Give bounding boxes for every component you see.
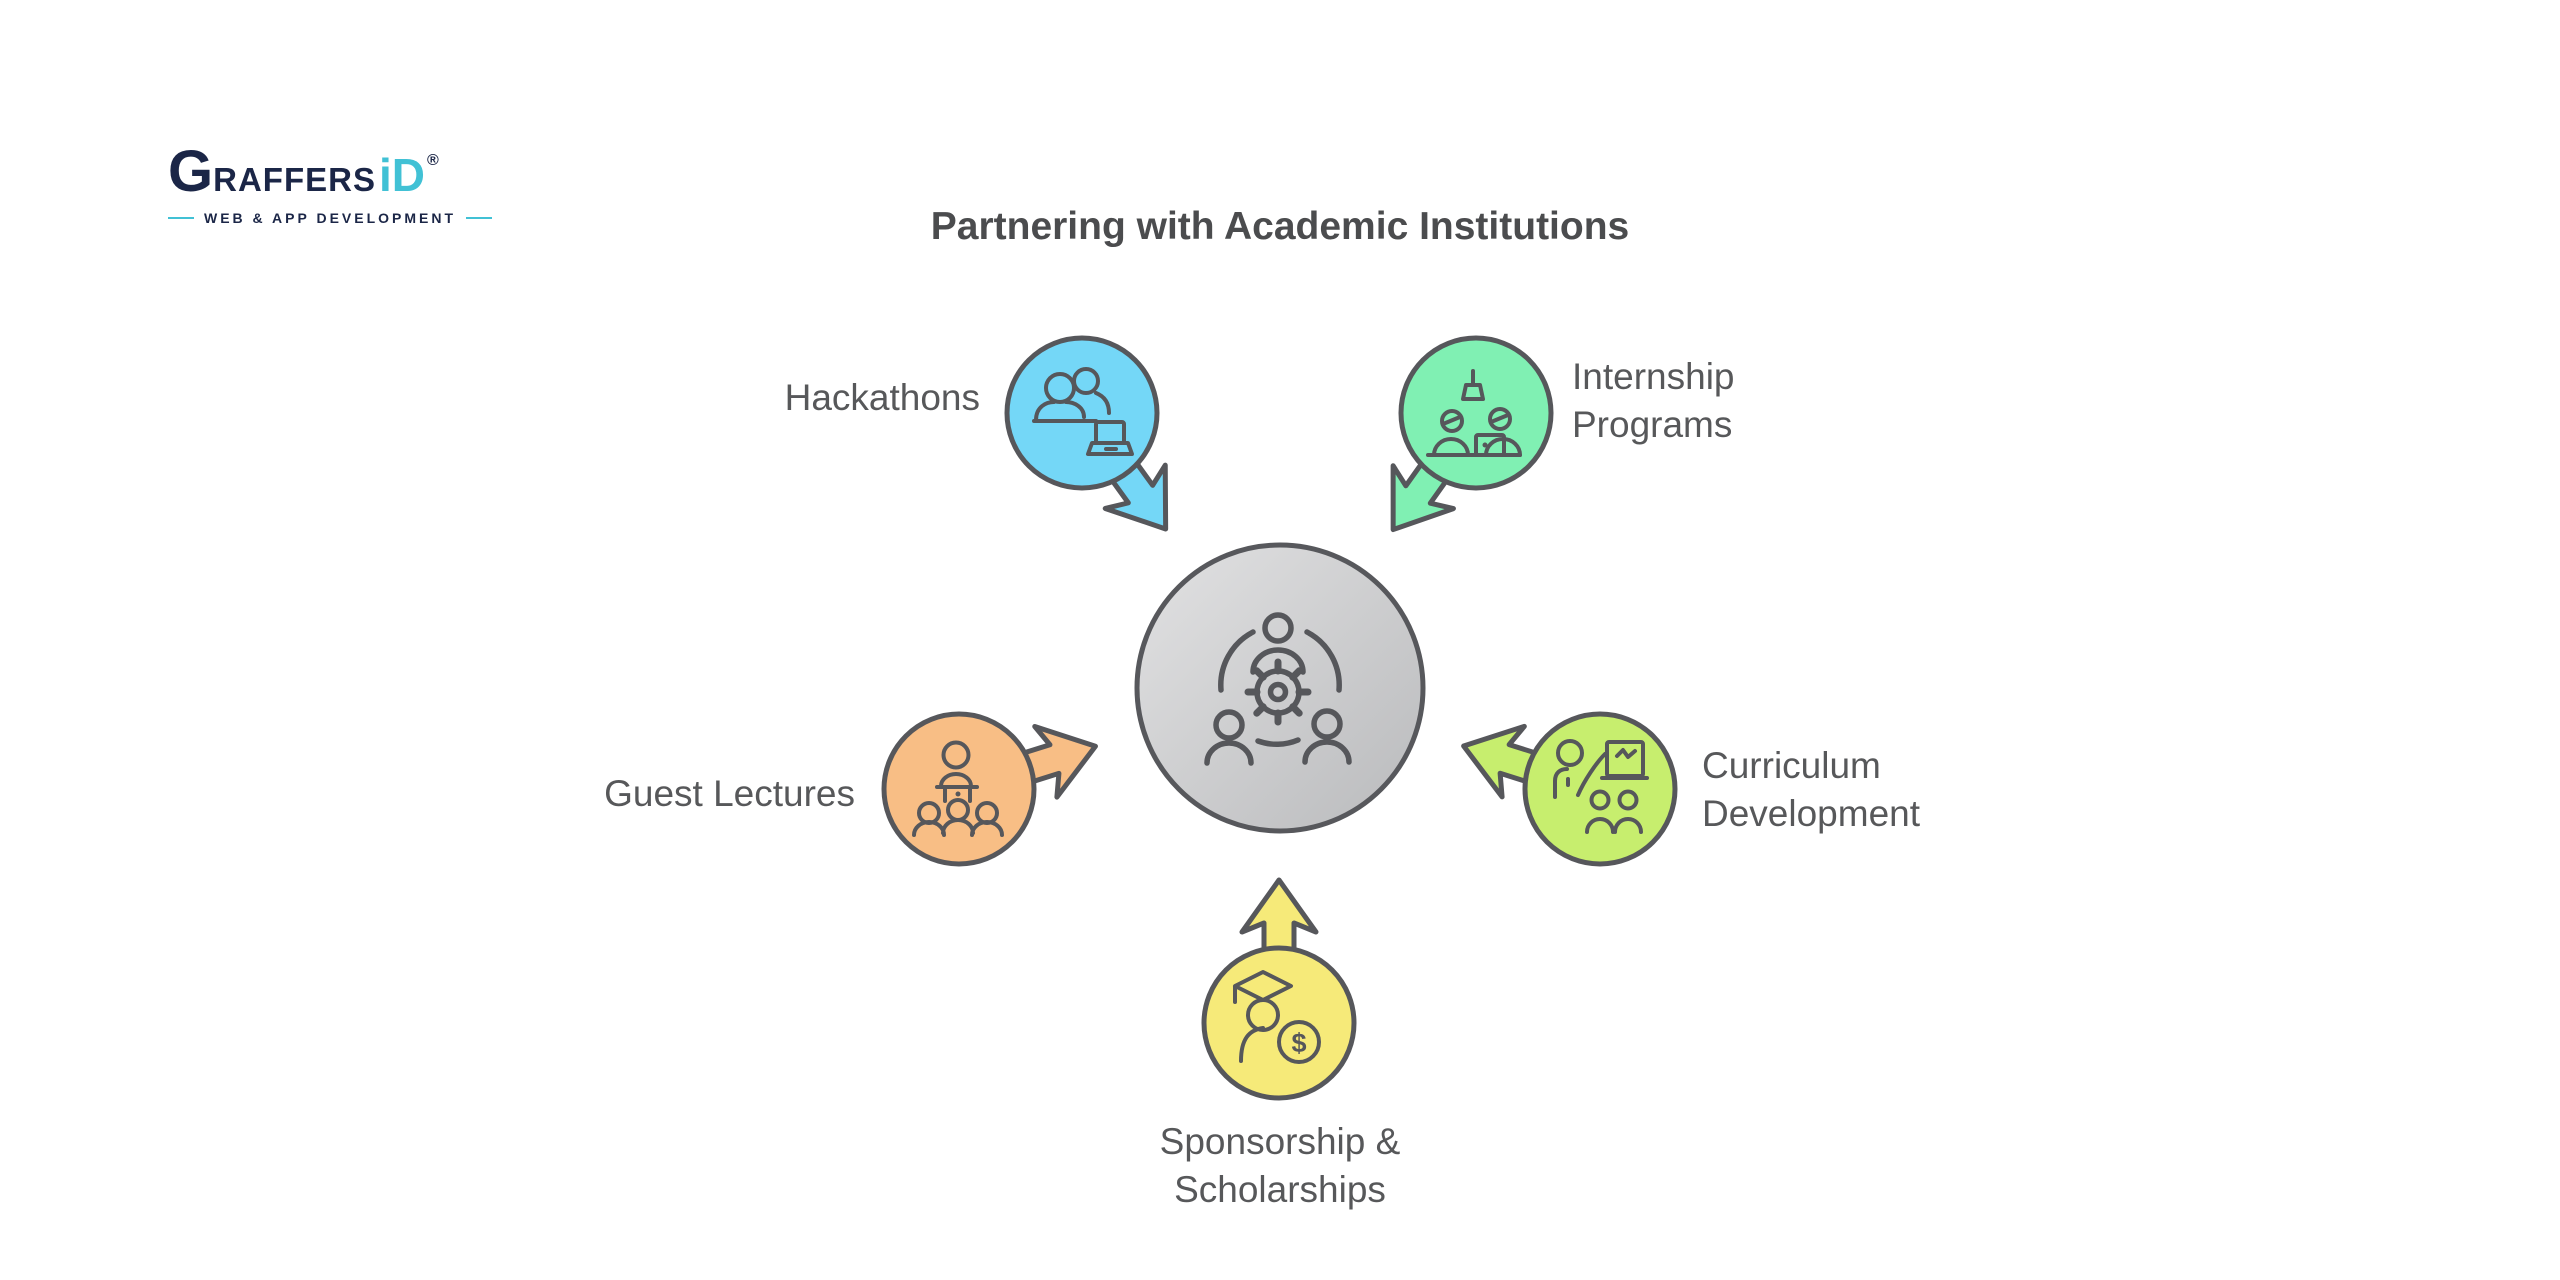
label-sponsorship-scholarships: Sponsorship & Scholarships [1159, 1121, 1401, 1210]
logo-id: iD [378, 149, 425, 201]
logo-letter-g: G [168, 139, 214, 204]
tagline-dash-right [466, 217, 493, 219]
center-hub-circle [1134, 542, 1426, 834]
guest-lectures-icon [912, 740, 1004, 837]
gear-icon [1244, 658, 1312, 726]
logo-raffers: RAFFERS [213, 161, 376, 198]
sponsorship-icon: $ [1233, 970, 1321, 1064]
label-guest-lectures: Guest Lectures [604, 773, 855, 814]
collaboration-icon [1204, 612, 1352, 766]
dollar-sign: $ [1291, 1028, 1306, 1058]
logo-wordmark: G RAFFERS iD ® [168, 143, 492, 201]
curriculum-circle [1522, 711, 1678, 867]
page-title: Partnering with Academic Institutions [930, 205, 1630, 248]
curriculum-icon [1553, 739, 1649, 834]
label-internship-programs: Internship Programs [1572, 356, 1735, 445]
tagline-dash-left [168, 217, 194, 219]
internship-circle [1398, 335, 1554, 491]
sponsorship-circle [1201, 945, 1357, 1101]
label-hackathons: Hackathons [784, 377, 980, 418]
logo-tagline: WEB & APP DEVELOPMENT [168, 210, 493, 226]
hackathons-icon [1032, 367, 1134, 456]
tagline-text: WEB & APP DEVELOPMENT [204, 210, 457, 226]
registered-mark: ® [426, 152, 439, 169]
graffersid-logo: G RAFFERS iD ® WEB & APP DEVELOPMENT [168, 143, 493, 226]
internship-icon [1426, 369, 1522, 457]
label-curriculum-development: Curriculum Development [1702, 745, 1921, 834]
